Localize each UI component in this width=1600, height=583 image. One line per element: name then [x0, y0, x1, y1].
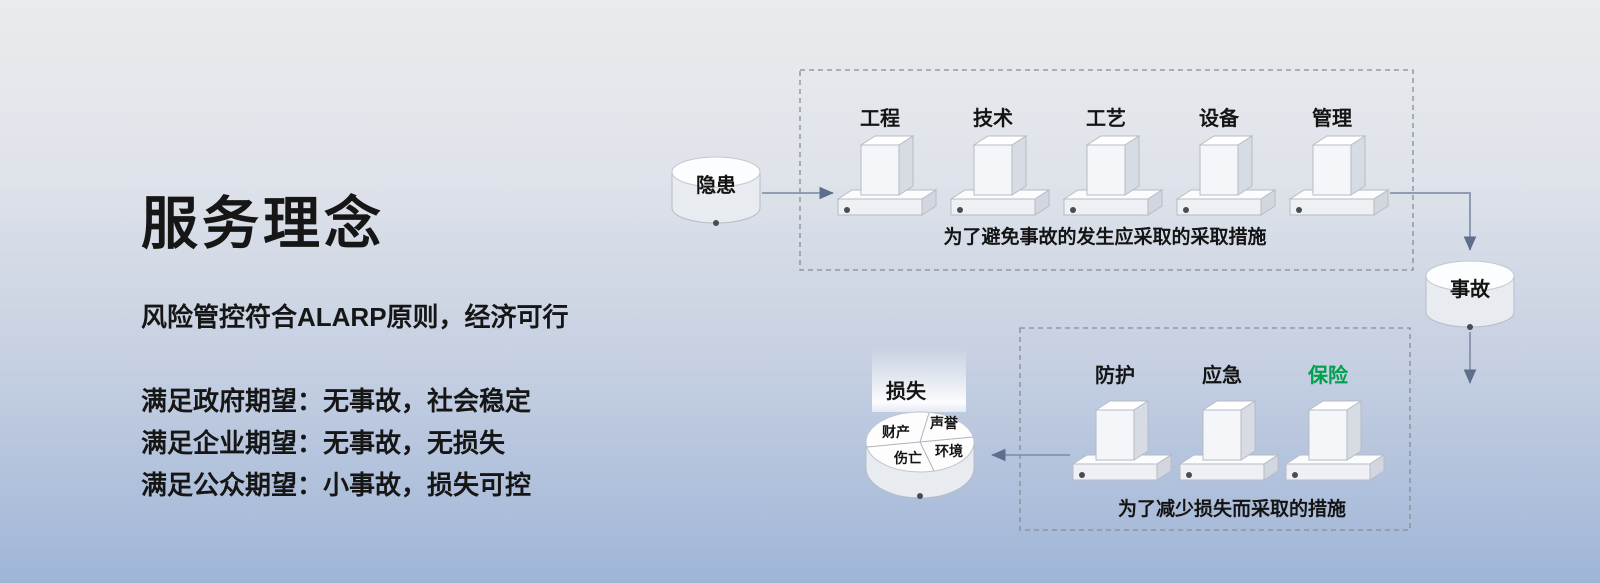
expectation-public: 满足公众期望：小事故，损失可控	[141, 470, 532, 500]
prevention-box	[799, 69, 1414, 271]
connector-barriers-to-accident	[1390, 192, 1477, 251]
loss-segment-property: 财产	[881, 424, 910, 440]
barrier-label-protection: 防护	[1095, 363, 1135, 387]
barrier-pedestal-emergency	[1179, 400, 1279, 481]
mitigation-box	[1019, 327, 1411, 531]
barrier-pedestal-process	[1063, 135, 1163, 216]
loss-segment-reputation: 声誉	[929, 415, 959, 431]
expectation-enterprise: 满足企业期望：无事故，无损失	[141, 428, 506, 458]
subtitle: 风险管控符合ALARP原则，经济可行	[141, 302, 569, 332]
barrier-pedestal-equipment	[1176, 135, 1276, 216]
barrier-pedestal-engineering	[837, 135, 937, 216]
barrier-pedestal-technology	[950, 135, 1050, 216]
barrier-label-insurance: 保险	[1307, 363, 1349, 387]
barrier-pedestal-management	[1289, 135, 1389, 216]
expectation-government: 满足政府期望：无事故，社会稳定	[141, 386, 532, 416]
barrier-label-emergency: 应急	[1202, 363, 1242, 387]
barrier-label-technology: 技术	[973, 106, 1013, 130]
loss-cylinder	[865, 348, 975, 499]
barrier-label-management: 管理	[1312, 106, 1352, 130]
barrier-pedestal-protection	[1072, 400, 1172, 481]
prevention-caption: 为了避免事故的发生应采取的采取措施	[943, 225, 1266, 248]
barrier-label-process: 工艺	[1086, 107, 1126, 130]
expectations-list: 满足政府期望：无事故，社会稳定 满足企业期望：无事故，无损失 满足公众期望：小事…	[141, 380, 569, 506]
loss-segment-environment: 环境	[935, 443, 963, 459]
left-text-panel: 服务理念 风险管控符合ALARP原则，经济可行 满足政府期望：无事故，社会稳定 …	[141, 178, 569, 506]
loss-pie-dividers	[866, 412, 974, 472]
hazard-label: 隐患	[696, 174, 736, 197]
mitigation-caption: 为了减少损失而采取的措施	[1118, 497, 1346, 520]
barrier-label-engineering: 工程	[860, 107, 900, 130]
loss-glow	[872, 348, 966, 412]
loss-segment-casualty: 伤亡	[893, 450, 922, 466]
barrier-pedestal-insurance	[1285, 400, 1385, 481]
loss-label: 损失	[886, 379, 927, 403]
barrier-label-equipment: 设备	[1199, 106, 1240, 130]
page-title: 服务理念	[141, 192, 385, 256]
accident-label: 事故	[1450, 277, 1491, 301]
